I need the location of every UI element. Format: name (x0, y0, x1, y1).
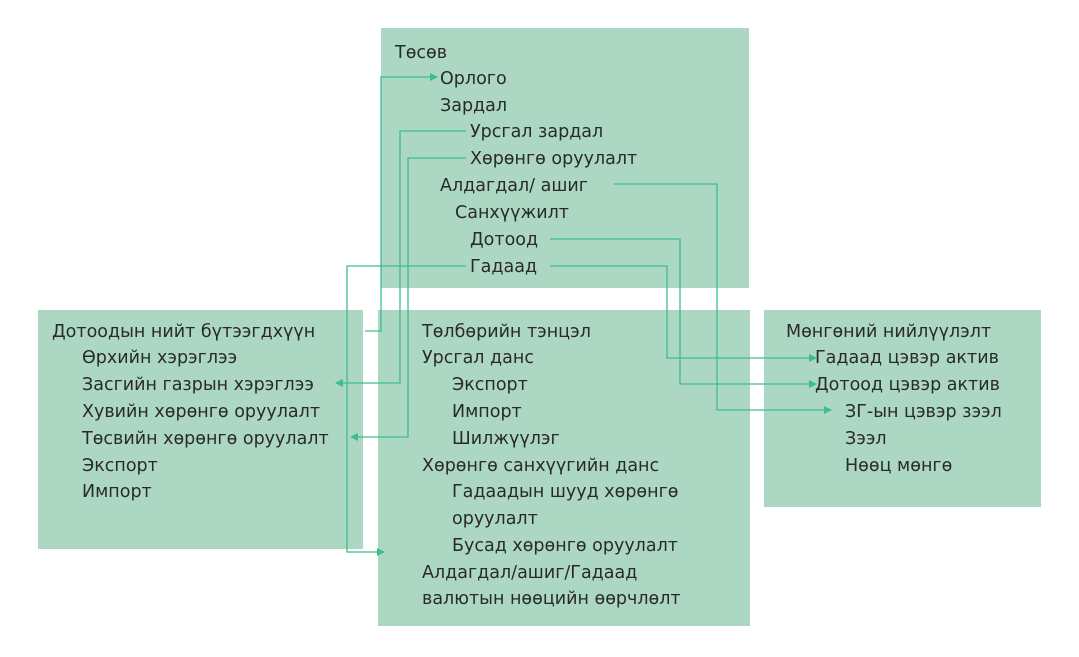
bop-item: Импорт (452, 402, 522, 422)
bop-item: Шилжүүлэг (452, 429, 560, 449)
money-item: Нөөц мөнгө (845, 456, 953, 476)
bop-item: Гадаадын шууд хөрөнгө (452, 482, 679, 502)
budget-item: Урсгал зардал (470, 122, 604, 142)
budget-item: Зардал (440, 96, 508, 116)
budget-item: Орлого (440, 69, 507, 89)
budget-item: Алдагдал/ ашиг (440, 176, 588, 196)
gdp-item: Өрхийн хэрэглээ (82, 348, 238, 368)
bop-item: Экспорт (452, 375, 528, 395)
connector-deficit-to-gov-credit (614, 183, 832, 414)
bop-item: Бусад хөрөнгө оруулалт (452, 536, 678, 556)
money-item: Зээл (845, 429, 887, 449)
budget-item: Хөрөнгө оруулалт (470, 149, 638, 169)
money-item: Дотоод цэвэр актив (815, 375, 1000, 395)
money-item: ЗГ-ын цэвэр зээл (845, 402, 1002, 422)
budget-item: Гадаад (470, 257, 538, 277)
gdp-item: Засгийн газрын хэрэглээ (82, 375, 314, 395)
gdp-item: Импорт (82, 482, 152, 502)
connector-current-expense-to-gov-consumption (335, 130, 466, 387)
money-item: Гадаад цэвэр актив (815, 348, 999, 368)
bop-item: валютын нөөцийн өөрчлөлт (422, 589, 681, 609)
connector-external-to-bop (346, 265, 466, 556)
budget-title: Төсөв (395, 43, 448, 63)
bop-item: Алдагдал/ашиг/Гадаад (422, 563, 638, 583)
budget-item: Дотоод (470, 230, 539, 250)
connector-investment-to-budget-investment (350, 157, 466, 441)
connector-external-to-foreign-assets (550, 265, 817, 362)
money-supply-box (764, 310, 1041, 507)
bop-item: Хөрөнгө санхүүгийн данс (422, 456, 660, 476)
bop-item: Урсгал данс (422, 348, 534, 368)
gdp-item: Хувийн хөрөнгө оруулалт (82, 402, 321, 422)
gdp-item: Төсвийн хөрөнгө оруулалт (82, 429, 329, 449)
bop-title: Төлбөрийн тэнцэл (422, 322, 591, 342)
money-title: Мөнгөний нийлүүлэлт (786, 322, 992, 342)
gdp-box (38, 310, 363, 549)
budget-item: Санхүүжилт (455, 203, 569, 223)
connector-gdp-to-revenue (365, 73, 438, 332)
gdp-item: Экспорт (82, 456, 158, 476)
balance-of-payments-box (378, 310, 750, 626)
connector-domestic-to-domestic-assets (550, 238, 817, 388)
bop-item: оруулалт (452, 509, 538, 529)
gdp-title: Дотоодын нийт бүтээгдхүүн (52, 322, 316, 342)
